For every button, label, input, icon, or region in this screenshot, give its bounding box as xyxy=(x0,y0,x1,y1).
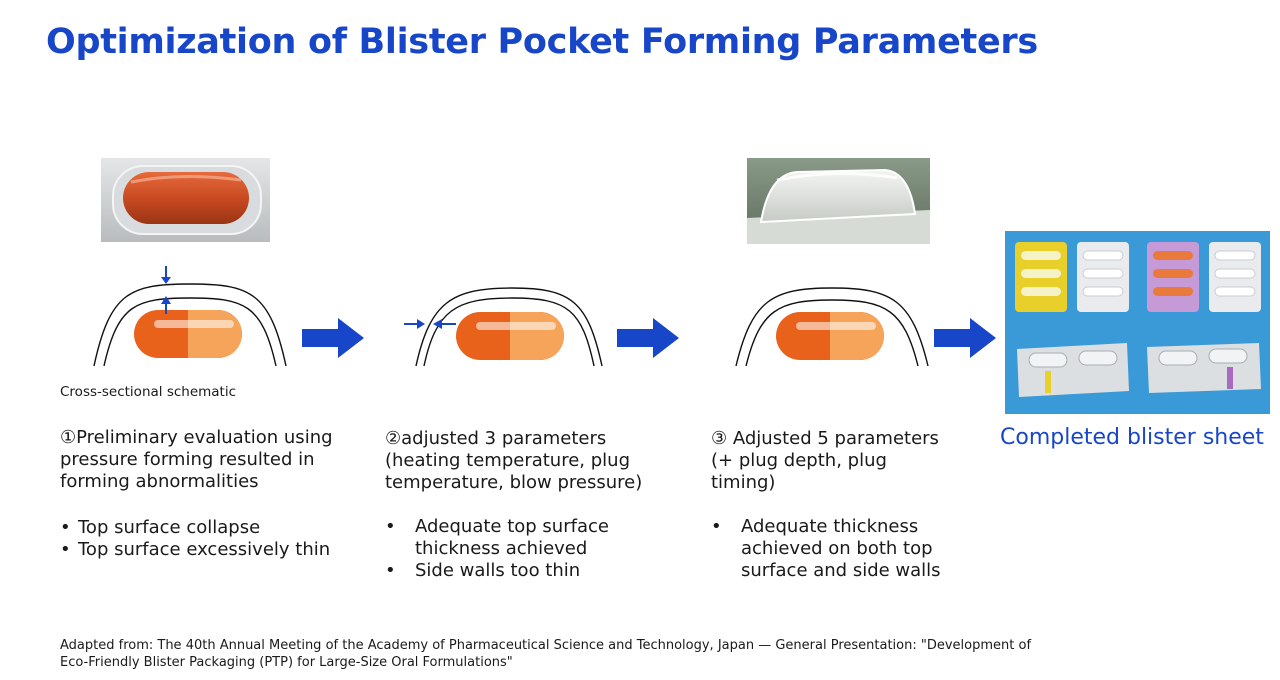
completed-blister-sheet-photo xyxy=(1005,231,1270,414)
step-2-bullet: Side walls too thin xyxy=(385,560,645,582)
step-1-description: ①Preliminary evaluation using pressure f… xyxy=(60,427,350,561)
formed-pocket-photo xyxy=(747,158,930,244)
completed-blister-label: Completed blister sheet xyxy=(1000,425,1264,450)
arrow-right-icon xyxy=(934,318,996,358)
step-2-description: ②adjusted 3 parameters (heating temperat… xyxy=(385,428,645,582)
page-title: Optimization of Blister Pocket Forming P… xyxy=(46,22,1038,62)
step-1-bullet: Top surface collapse xyxy=(60,517,350,539)
cross-section-label: Cross-sectional schematic xyxy=(60,384,237,400)
schematic-step-1 xyxy=(93,266,287,367)
schematic-step-3 xyxy=(735,287,929,367)
schematic-step-2 xyxy=(404,287,603,367)
arrow-right-icon xyxy=(617,318,679,358)
arrow-right-icon xyxy=(302,318,364,358)
capsule-blister-photo xyxy=(101,158,270,242)
source-citation: Adapted from: The 40th Annual Meeting of… xyxy=(60,638,1032,670)
step-1-bullet: Top surface excessively thin xyxy=(60,539,350,561)
step-1-heading: ①Preliminary evaluation using pressure f… xyxy=(60,427,333,492)
step-3-heading: ③ Adjusted 5 parameters (+ plug depth, p… xyxy=(711,428,939,493)
step-2-bullet: Adequate top surface thickness achieved xyxy=(385,516,645,560)
step-3-bullet: Adequate thickness achieved on both top … xyxy=(711,516,951,582)
step-3-description: ③ Adjusted 5 parameters (+ plug depth, p… xyxy=(711,428,951,582)
step-2-heading: ②adjusted 3 parameters (heating temperat… xyxy=(385,428,643,493)
